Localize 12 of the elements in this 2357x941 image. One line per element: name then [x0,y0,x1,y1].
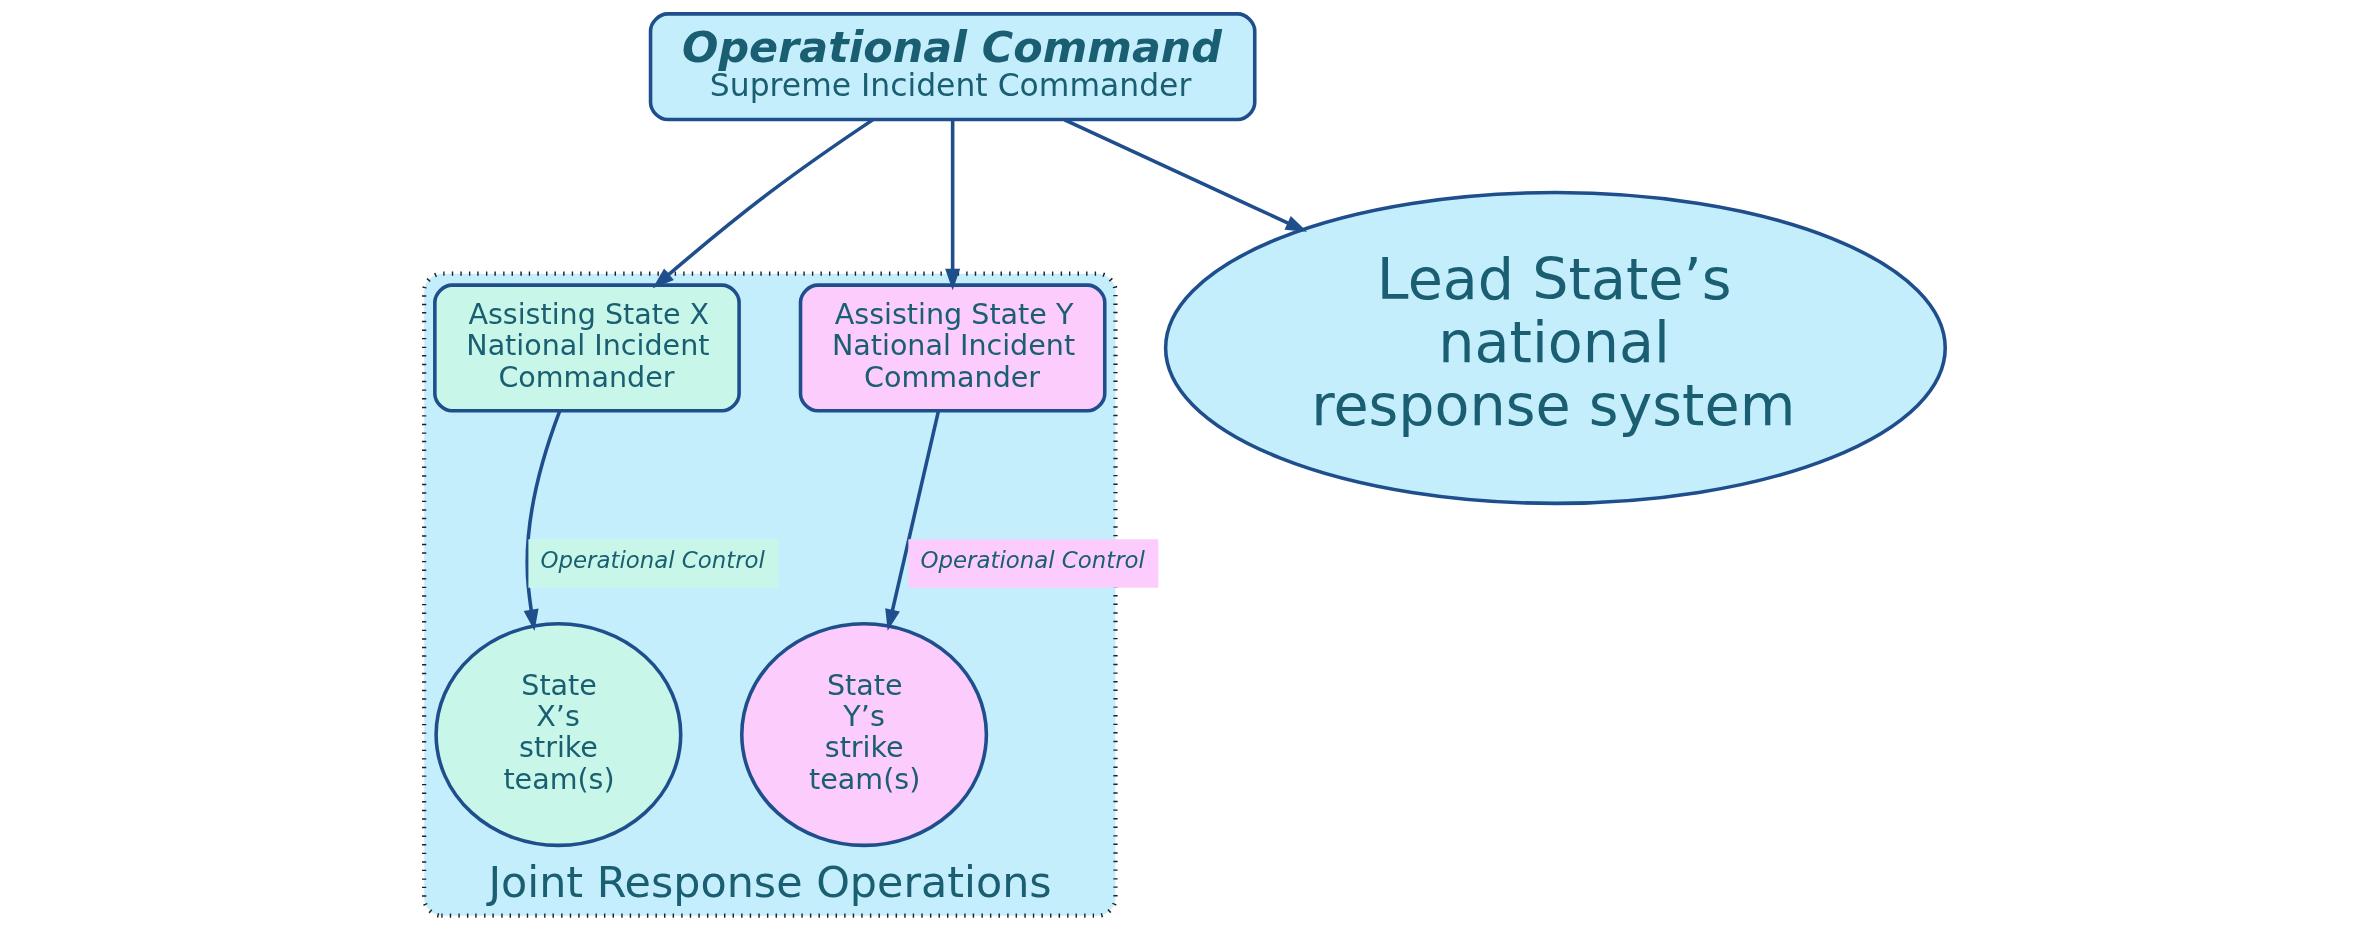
arrow [523,410,561,631]
arrow [1063,118,1307,232]
node-box: Assisting State X National Incident Commander [432,283,741,413]
arrow [652,118,874,289]
edge-label: Operational Control [540,546,765,573]
node-box: Operational Command Supreme Incident Commander [648,12,1257,122]
node-ellipse: Lead State’s national response system [1163,190,1947,506]
node-box: Assisting State Y National Incident Commander [798,283,1107,413]
arrow [944,119,960,291]
node-circle: State X’s strike team(s) [433,622,682,848]
arrow [884,410,940,631]
node-circle: State Y’s strike team(s) [739,622,988,848]
